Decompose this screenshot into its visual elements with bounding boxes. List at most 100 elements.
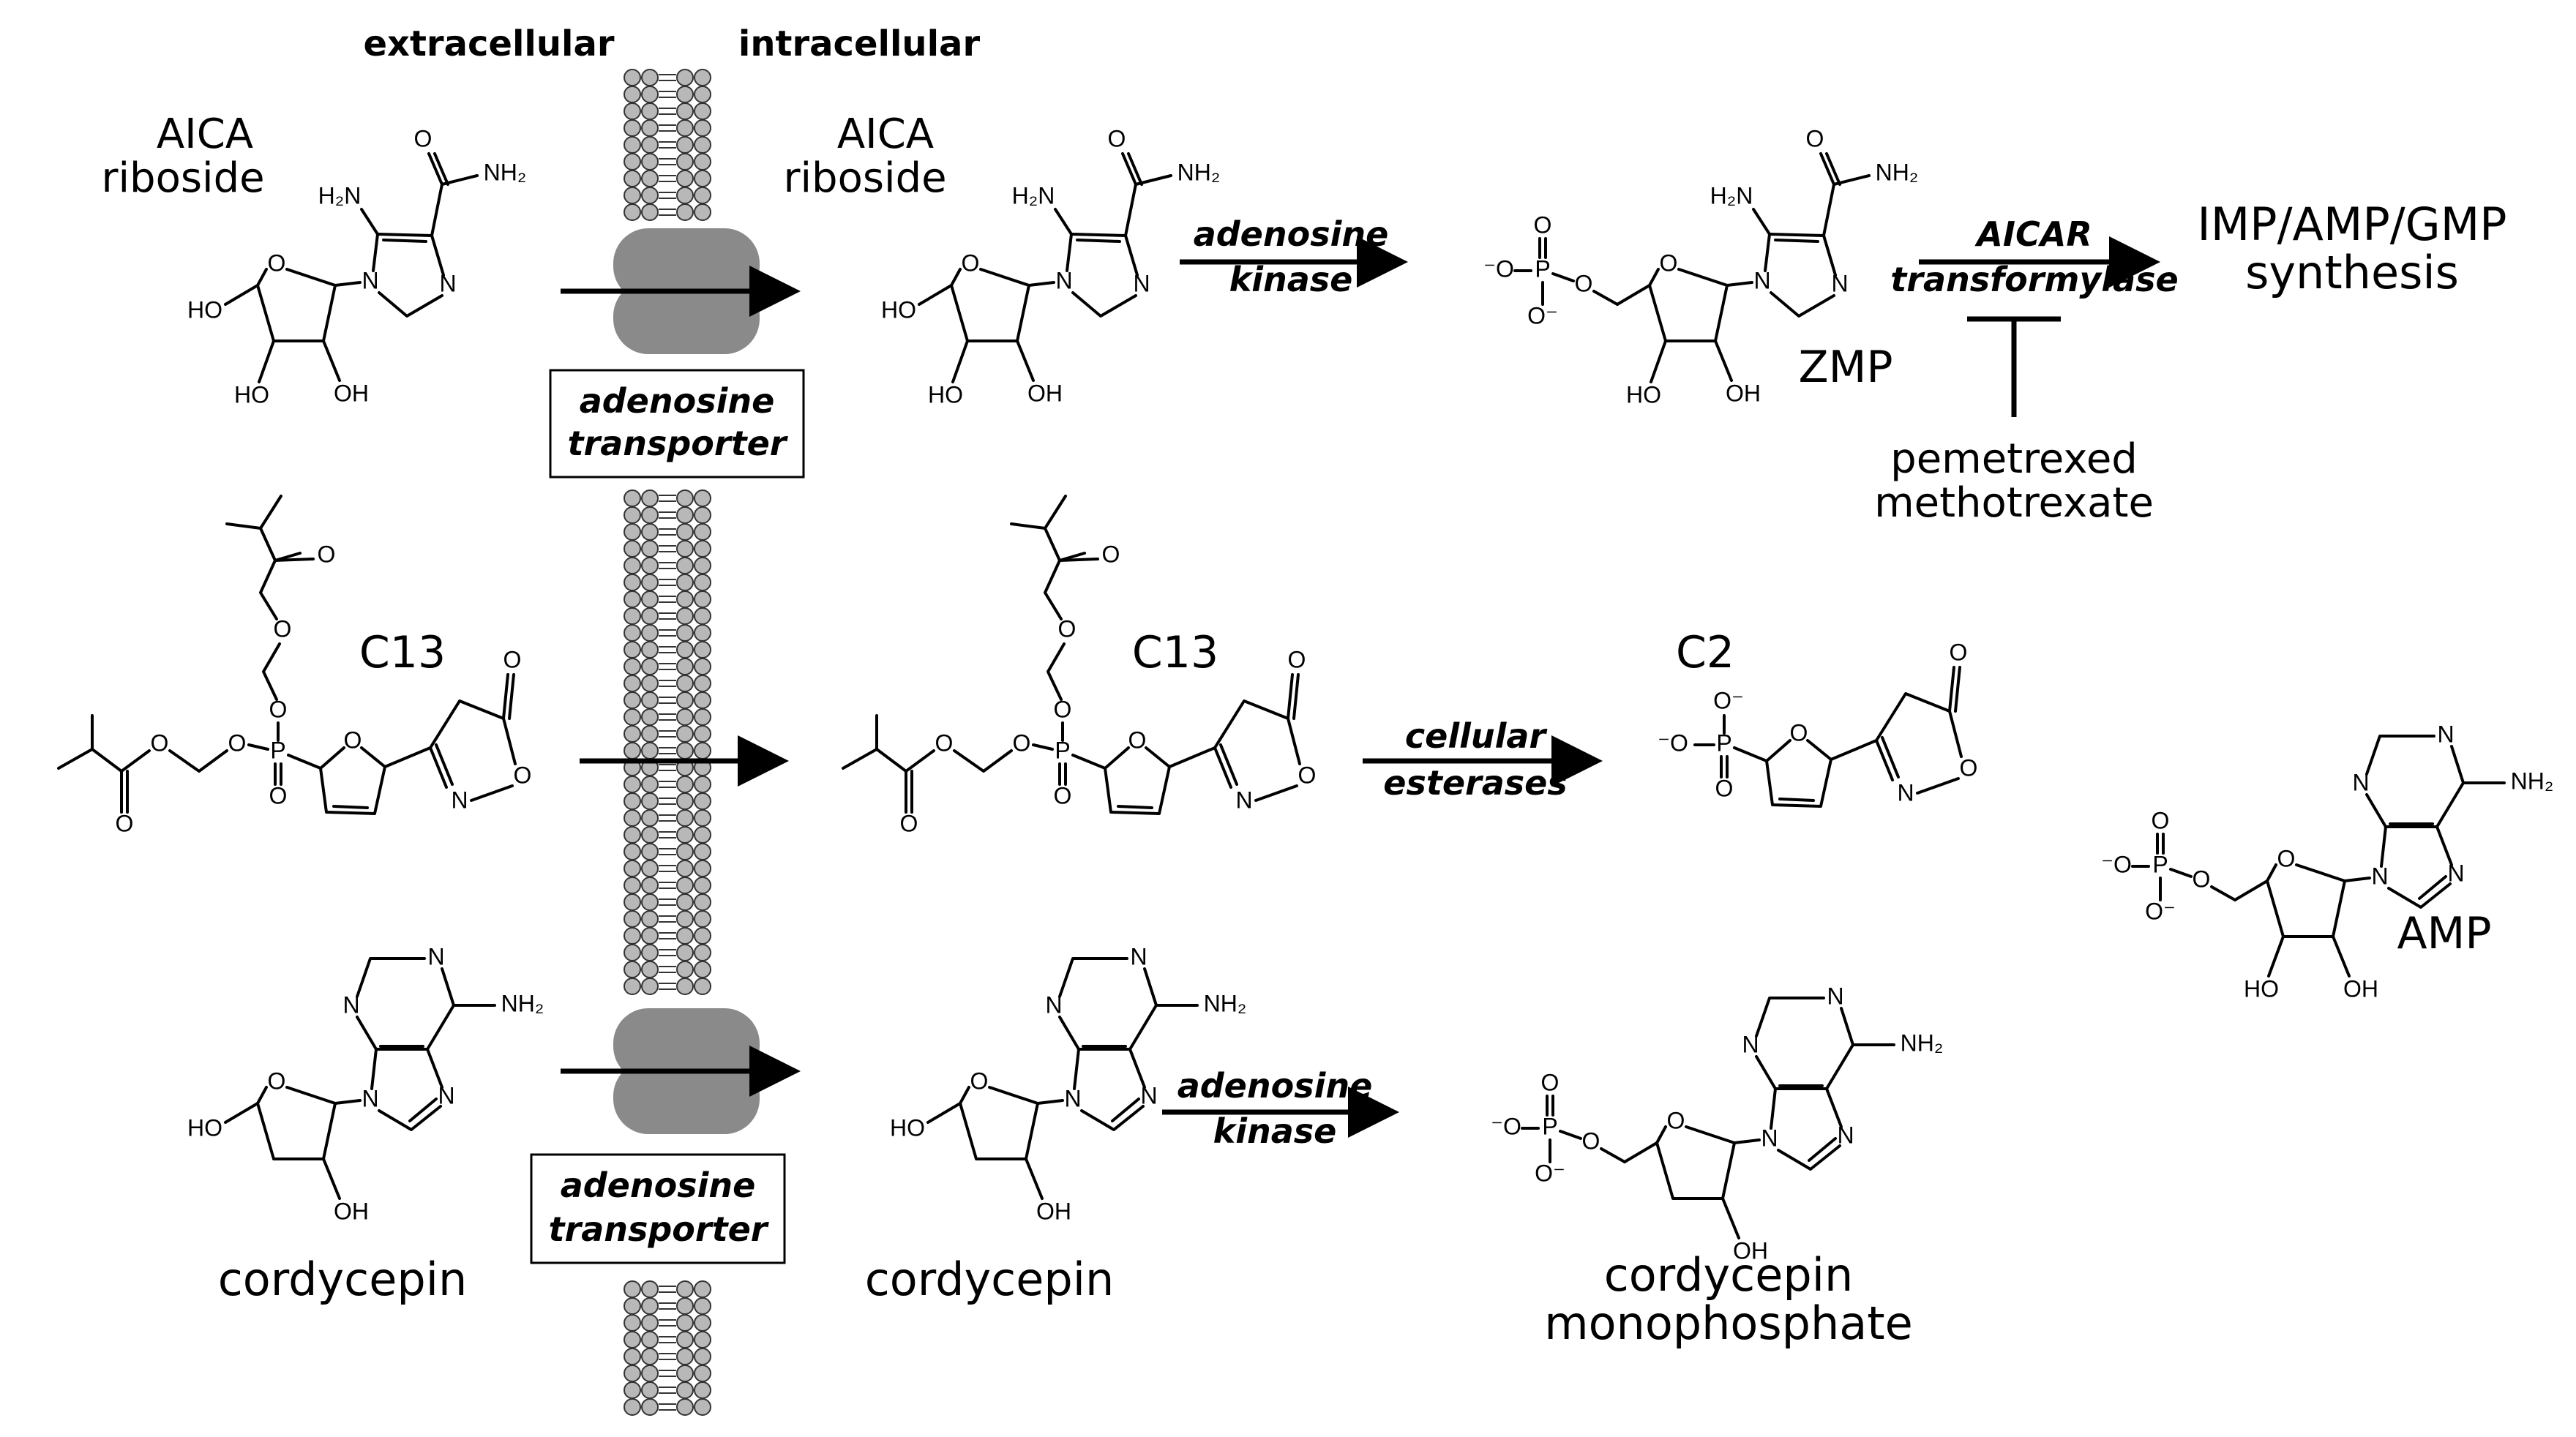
atom-label: N [1235,787,1252,813]
extracellular-header: extracellular [363,23,614,64]
c13-intra-label: C13 [1132,627,1218,678]
atom-label: HO [187,1114,222,1141]
atom-label: O [1534,211,1552,238]
atom-label: N [2352,769,2369,795]
atom-label: HO [2244,975,2279,1002]
enzyme-label-kinase: kinase [1229,260,1353,299]
atom-label: O [1806,125,1824,151]
enzyme-label-adenosine: adenosine [1194,214,1389,254]
atom-label: OH [334,1198,369,1224]
amp-label: AMP [2397,908,2492,959]
enzyme-label-kinase: kinase [1213,1111,1337,1151]
atom-label: O [1054,696,1072,722]
atom-label: O [1102,541,1120,567]
atom-label: NH₂ [1876,159,1919,185]
transporter-protein-bottom [613,1008,760,1134]
atom-label: OH [1036,1198,1071,1224]
atom-label: N [1045,991,1062,1018]
atom-label: N [1897,779,1914,806]
aica-riboside-intra-line2: riboside [783,154,946,202]
cordycepin-monophosphate-line1: cordycepin [1604,1248,1854,1302]
atom-label: NH₂ [2511,768,2554,794]
atom-label: O [1667,1107,1685,1133]
atom-label: HO [890,1114,925,1141]
atom-label: N [2371,863,2388,889]
atom-label: N [1831,270,1848,296]
atom-label: NH₂ [484,159,527,185]
atom-label: O [344,727,362,753]
atom-label: O [1013,729,1031,756]
atom-label: O [962,249,980,276]
atom-label: NH₂ [1204,990,1247,1016]
transporter-label-line1: adenosine [580,381,775,421]
atom-label: O⁻ [2145,898,2176,924]
atom-label: O [1582,1128,1600,1154]
atom-label: O [1108,125,1126,151]
atom-label: ⁻O [1491,1113,1521,1139]
atom-label: O [1790,719,1808,746]
aica-riboside-intra-line1: AICA [837,110,934,158]
atom-label: N [439,270,456,296]
methotrexate-label: methotrexate [1874,479,2154,527]
atom-label: O [2277,845,2296,871]
atom-label: N [1055,267,1072,293]
aica-riboside-extra-line1: AICA [157,110,253,158]
atom-label: N [427,943,444,969]
atom-label: N [1140,1082,1157,1108]
c13-extra-label: C13 [359,627,446,678]
enzyme-label-cellular: cellular [1405,716,1549,756]
atom-label: N [342,991,359,1018]
aica-riboside-extra-line2: riboside [101,154,264,202]
atom-label: O [2193,866,2211,892]
cordycepin-monophosphate-line2: monophosphate [1544,1297,1913,1350]
atom-label: ⁻O [1658,729,1688,756]
transporter-protein-top [613,228,760,354]
atom-label: O⁻ [1713,687,1744,713]
atom-label: O⁻ [1527,302,1558,329]
enzyme-label-transformylase: transformylase [1890,260,2178,299]
atom-label: HO [928,381,963,408]
atom-label: ⁻O [2101,851,2132,877]
transporter-label-box-bottom: adenosine transporter [530,1153,786,1264]
imp-amp-gmp-label: IMP/AMP/GMP [2197,198,2506,251]
atom-label: O [1541,1069,1560,1095]
pemetrexed-label: pemetrexed [1890,435,2138,483]
cell-membrane [624,69,711,1416]
atom-label: P [270,737,285,763]
atom-label: N [1133,270,1150,296]
atom-label: O [514,762,532,788]
atom-label: NH₂ [501,990,544,1016]
atom-label: N [1837,1122,1854,1148]
atom-label: O [269,782,288,808]
atom-label: O [1575,270,1593,296]
atom-label: N [1753,267,1770,293]
atom-label: O [268,1068,286,1094]
cordycepin-intra-label: cordycepin [865,1253,1115,1306]
atom-label: H₂N [1012,182,1055,209]
atom-label: O [1950,639,1968,665]
atom-label: HO [1626,381,1661,408]
atom-label: O [1960,754,1978,781]
atom-label: N [1064,1085,1081,1111]
atom-label: O [1660,249,1678,276]
atom-label: HO [234,381,269,408]
atom-label: O [1298,762,1317,788]
atom-label: O [900,810,918,836]
atom-label: HO [881,296,916,323]
atom-label: OH [1726,380,1761,406]
enzyme-label-adenosine: adenosine [1177,1066,1373,1106]
cordycepin-extra-label: cordycepin [218,1253,468,1306]
atom-label: H₂N [1710,182,1753,209]
atom-label: O [228,729,247,756]
atom-label: O [318,541,336,567]
atom-label: P [1542,1113,1557,1139]
